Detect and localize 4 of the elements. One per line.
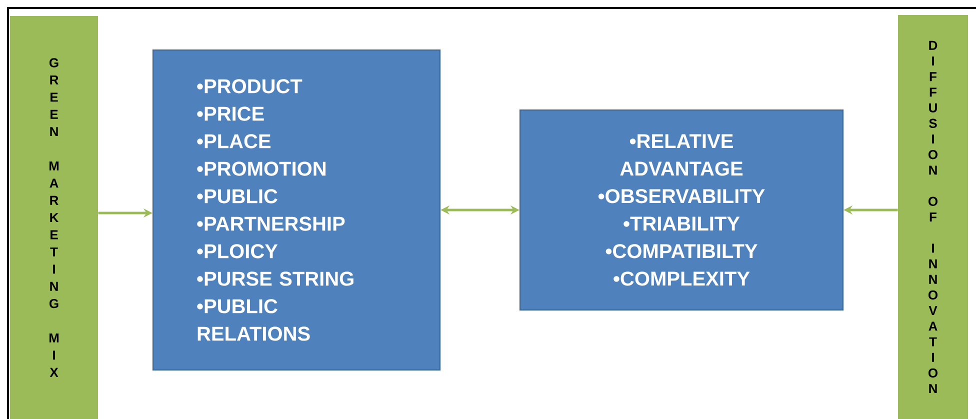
vertical-band: DIFFUSION OF INNOVATION	[898, 15, 968, 419]
list-box: •RELATIVE ADVANTAGE •OBSERVABILITY •TRIABILITY •COMPATIBILTY •COMPLEXITY	[520, 110, 844, 310]
list-box: •PRODUCT •PRICE •PLACE •PROMOTION •PUBLIC •PARTNERSHIP •PLOICY •PURSE STRING •PUBLIC RELATIONS	[152, 50, 440, 370]
vertical-band: GREEN MARKETING MIX	[10, 16, 98, 419]
